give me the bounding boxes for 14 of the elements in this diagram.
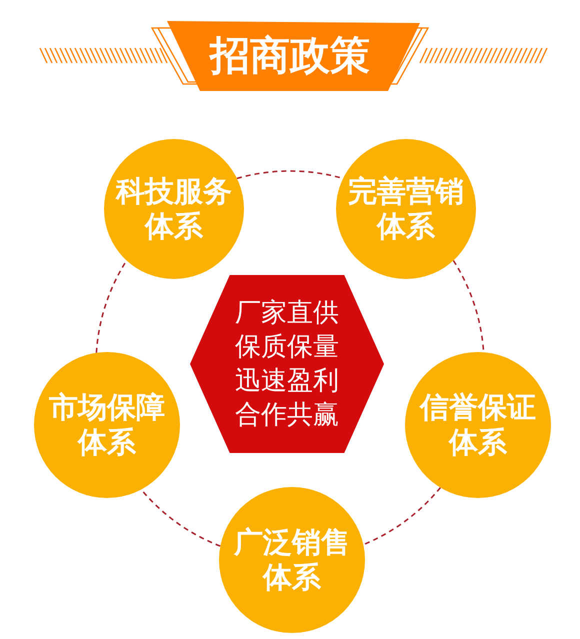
dashed-arc [452, 260, 484, 352]
hexagon-text: 迅速盈利 [235, 365, 339, 398]
hexagon-text: 合作共赢 [235, 399, 339, 432]
circle-label: 信誉保证体系 [418, 390, 537, 460]
hexagon-text: 保质保量 [235, 331, 339, 364]
dashed-arc [140, 488, 221, 547]
title: 招商政策 [210, 35, 370, 77]
circle-label: 广泛销售体系 [232, 525, 351, 595]
dashed-arc [96, 260, 128, 353]
dashed-arc [363, 487, 441, 546]
circle-label: 市场保障体系 [48, 390, 166, 460]
circle-label: 科技服务体系 [114, 174, 233, 244]
hexagon-text: 厂家直供 [235, 297, 339, 330]
circle-label: 完善营销体系 [347, 174, 465, 244]
